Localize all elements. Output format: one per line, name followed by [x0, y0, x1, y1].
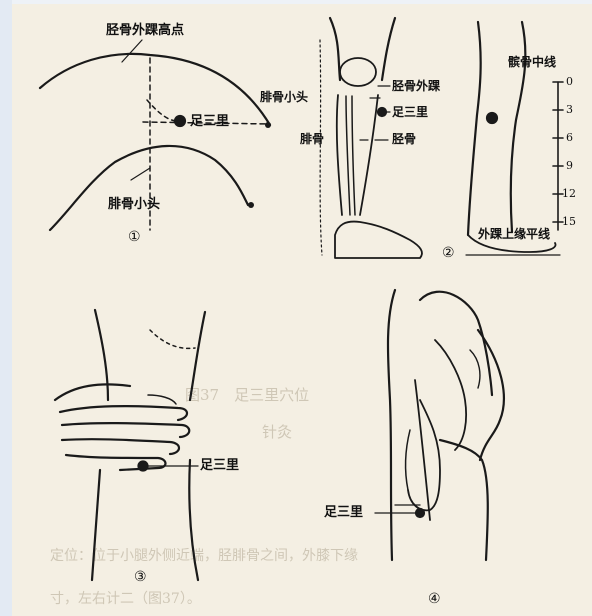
figure1-label-top: 胫骨外踝高点: [106, 24, 184, 37]
figure1-label-bottom: 腓骨小头: [108, 198, 160, 211]
figure3-point-marker: [139, 462, 148, 471]
figure2-label-tibia: 胫骨: [392, 133, 416, 145]
figure2-label-point: 足三里: [392, 106, 428, 118]
figure2-label-fibula-head: 腓骨小头: [260, 91, 308, 103]
figure2-scale-tick: 15: [562, 216, 576, 227]
figure2-scale-tick: 9: [566, 160, 573, 171]
figure4-label-point: 足三里: [324, 506, 363, 519]
figure2-label-tibia-condyle: 胫骨外踝: [392, 80, 440, 92]
figure4-point-marker: [416, 509, 424, 517]
figure1-label-point: 足三里: [190, 115, 229, 128]
figure2-scale-tick: 6: [566, 132, 573, 143]
figure3-label-point: 足三里: [200, 459, 239, 472]
figure4-number: ④: [428, 592, 441, 606]
figure2-scale-tick: 0: [566, 76, 573, 87]
figure2-number: ②: [442, 246, 455, 260]
figure3-hand-drawing: [55, 310, 205, 580]
figure2-scale-tick: 12: [562, 188, 576, 199]
figure1-number: ①: [128, 230, 141, 244]
figure3-number: ③: [134, 570, 147, 584]
figure2-scale-point-marker: [487, 113, 497, 123]
figure2-scale-tick: 3: [566, 104, 573, 115]
figure1-point-marker: [175, 116, 185, 126]
figure2-label-fibula: 腓骨: [300, 133, 324, 145]
figure2-scale-bottom: 外踝上缘平线: [478, 228, 550, 240]
figure4-hand-drawing: [388, 290, 504, 560]
figure2-scale-title: 髌骨中线: [508, 56, 556, 68]
figure2-measure-scale: [553, 82, 563, 230]
